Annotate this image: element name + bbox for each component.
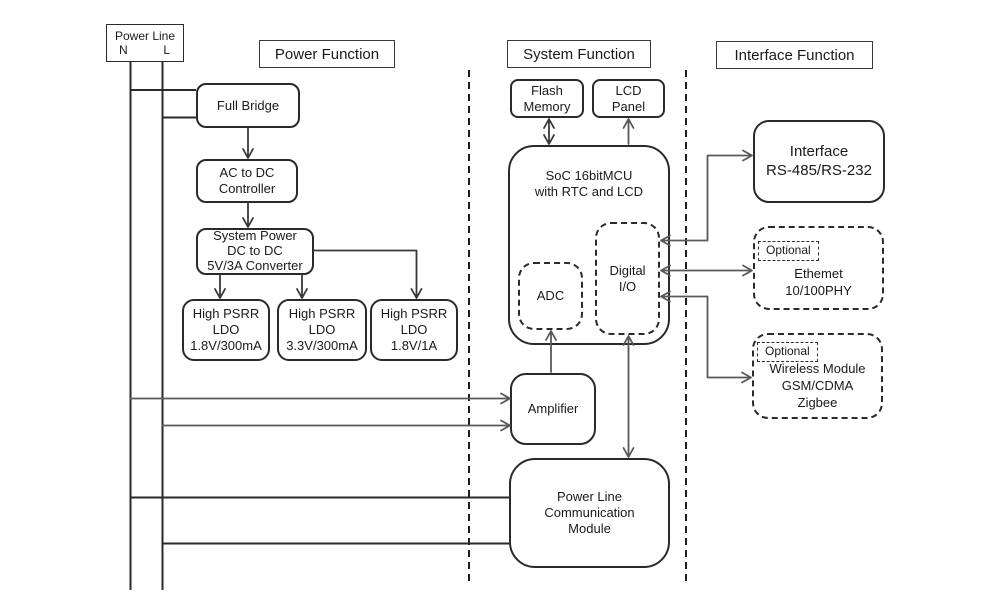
arrow-digitalio-wireless bbox=[660, 290, 752, 384]
power-line-n-label: N bbox=[119, 43, 128, 57]
power-function-text: Power Function bbox=[274, 45, 380, 63]
wireless-text: Wireless Module GSM/CDMA Zigbee bbox=[769, 361, 866, 410]
arrow-n-to-amplifier bbox=[129, 392, 511, 405]
optional-badge-ethernet: Optional bbox=[758, 241, 819, 261]
block-adc: ADC bbox=[518, 262, 583, 330]
arrow-digitalio-ethernet bbox=[660, 264, 753, 277]
block-flash-memory: Flash Memory bbox=[510, 79, 584, 118]
block-ldo-1v8-300ma: High PSRR LDO 1.8V/300mA bbox=[182, 299, 270, 361]
arrow-acdc-to-systempower bbox=[242, 202, 254, 228]
block-digital-io: Digital I/O bbox=[595, 222, 660, 335]
power-line-label: Power Line bbox=[114, 29, 176, 43]
block-system-power-converter: System Power DC to DC 5V/3A Converter bbox=[196, 228, 314, 275]
ethernet-text: Ethemet 10/100PHY bbox=[785, 266, 852, 298]
arrow-systempower-to-ldo2 bbox=[296, 274, 308, 299]
block-lcd-panel: LCD Panel bbox=[592, 79, 665, 118]
block-plc-module: Power Line Communication Module bbox=[509, 458, 670, 568]
arrow-digitalio-plc-bidirectional bbox=[622, 335, 635, 458]
section-label-power-function: Power Function bbox=[259, 40, 395, 68]
block-amplifier: Amplifier bbox=[510, 373, 596, 445]
arrow-soc-to-lcd bbox=[622, 118, 635, 145]
block-ldo-1v8-1a: High PSRR LDO 1.8V/1A bbox=[370, 299, 458, 361]
block-full-bridge: Full Bridge bbox=[196, 83, 300, 128]
arrow-systempower-to-ldo1 bbox=[214, 274, 226, 299]
section-label-interface-function: Interface Function bbox=[716, 41, 873, 69]
power-line-nl-row: N L bbox=[107, 43, 183, 57]
block-wireless-optional: Optional Wireless Module GSM/CDMA Zigbee bbox=[752, 333, 883, 419]
interface-function-text: Interface Function bbox=[734, 46, 855, 64]
block-ethernet-optional: Optional Ethemet 10/100PHY bbox=[753, 226, 884, 310]
block-ac-to-dc-controller: AC to DC Controller bbox=[196, 159, 298, 203]
block-ldo-3v3-300ma: High PSRR LDO 3.3V/300mA bbox=[277, 299, 367, 361]
section-label-system-function: System Function bbox=[507, 40, 651, 68]
arrow-l-to-amplifier bbox=[161, 419, 511, 432]
optional-badge-wireless: Optional bbox=[757, 342, 818, 362]
block-interface-rs485-rs232: Interface RS-485/RS-232 bbox=[753, 120, 885, 203]
arrow-digitalio-interface bbox=[660, 149, 753, 247]
power-line-l-label: L bbox=[163, 43, 170, 57]
arrow-systempower-to-ldo3 bbox=[313, 249, 423, 299]
arrow-fullbridge-to-acdc bbox=[242, 127, 254, 159]
power-line-box: Power Line N L bbox=[106, 24, 184, 62]
arrow-flash-soc-bidirectional bbox=[543, 118, 555, 145]
system-function-text: System Function bbox=[523, 45, 635, 63]
